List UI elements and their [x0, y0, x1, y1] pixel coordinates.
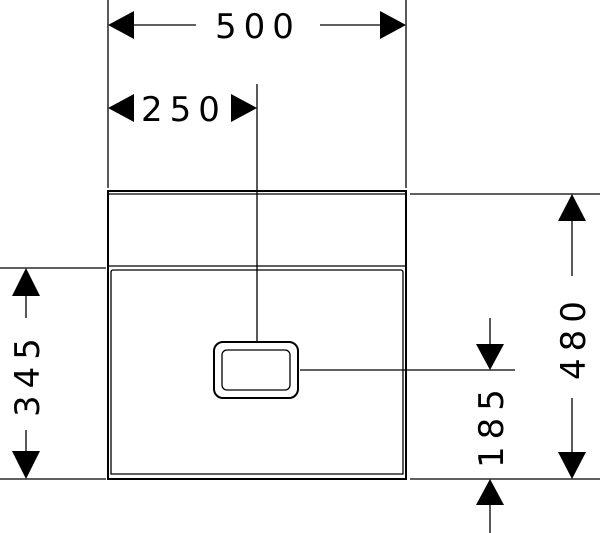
arrow-right-icon [380, 11, 406, 39]
arrow-down-icon [558, 452, 586, 479]
arrow-left-icon [108, 94, 134, 122]
dimension-width-total: 500 [107, 0, 407, 188]
dimension-label-345: 345 [8, 331, 48, 417]
drawer-handle-outer [213, 341, 299, 399]
arrow-right-icon [231, 94, 257, 122]
drawer-front [110, 269, 404, 475]
arrow-down-icon [12, 451, 40, 479]
dimension-label-250: 250 [141, 90, 227, 130]
dimension-label-500: 500 [215, 7, 301, 47]
dimension-label-185: 185 [472, 382, 512, 468]
arrow-down-icon [476, 344, 504, 370]
dimension-width-half: 250 [108, 84, 258, 342]
drawer-handle-inner [221, 349, 291, 391]
arrow-up-icon [476, 479, 504, 505]
dimension-height-front: 345 [0, 267, 106, 480]
arrow-up-icon [12, 268, 40, 296]
dimension-label-480: 480 [554, 294, 594, 380]
arrow-left-icon [108, 11, 134, 39]
dimension-height-outlet: 185 [300, 318, 515, 533]
dimension-height-total: 480 [410, 193, 600, 480]
arrow-up-icon [558, 194, 586, 221]
